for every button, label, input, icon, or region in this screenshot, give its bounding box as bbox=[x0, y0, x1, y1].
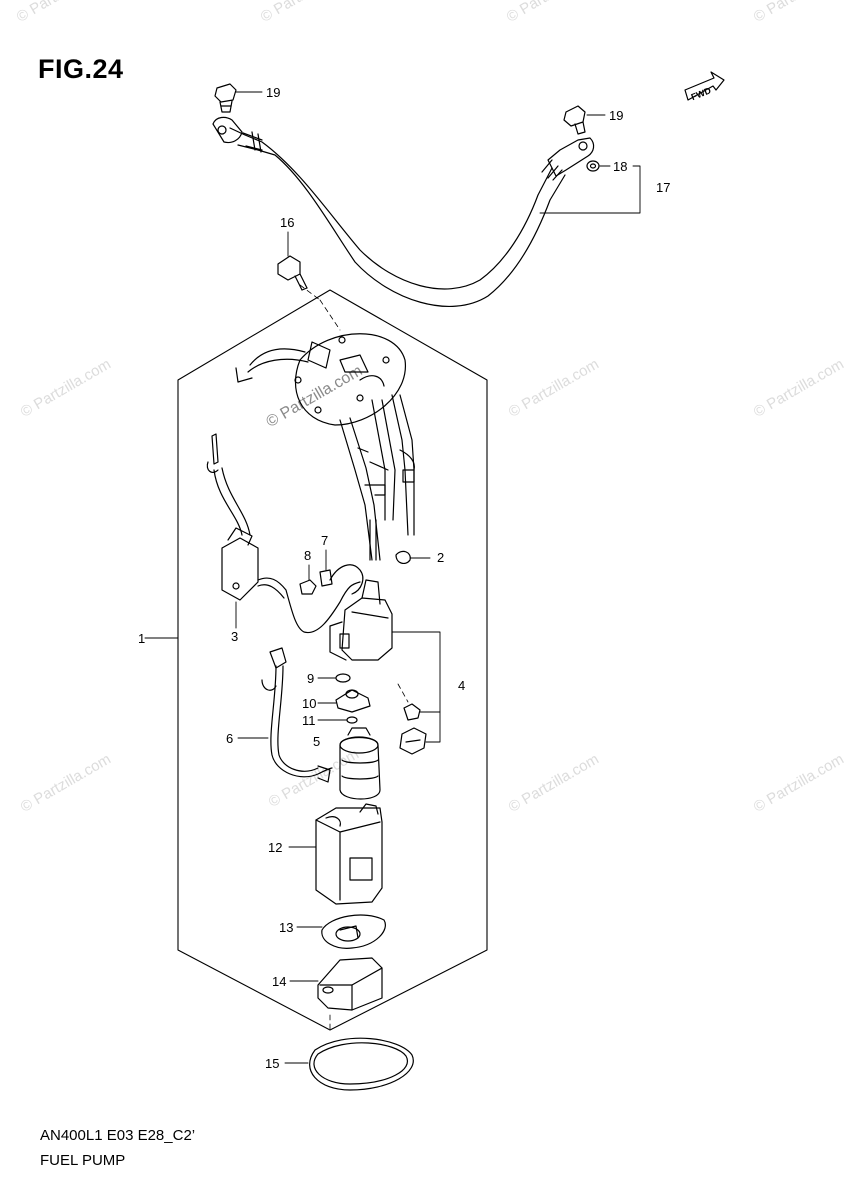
callout-6: 6 bbox=[226, 731, 233, 746]
callout-15: 15 bbox=[265, 1056, 279, 1071]
pump-holder-12 bbox=[315, 803, 383, 905]
base-plate-14 bbox=[317, 957, 383, 1011]
model-code: AN400L1 E03 E28_C2’ bbox=[40, 1127, 196, 1144]
wire-harness bbox=[206, 433, 364, 634]
callout-11: 11 bbox=[302, 713, 316, 728]
callout-8: 8 bbox=[304, 548, 311, 563]
clamp-7 bbox=[319, 569, 333, 587]
screw-8 bbox=[299, 579, 317, 595]
callout-14: 14 bbox=[272, 974, 286, 989]
callout-5: 5 bbox=[313, 734, 320, 749]
bolt-16 bbox=[277, 255, 308, 291]
callout-19-left: 19 bbox=[266, 85, 280, 100]
callout-7: 7 bbox=[321, 533, 328, 548]
callout-18: 18 bbox=[613, 159, 627, 174]
callout-1: 1 bbox=[138, 631, 145, 646]
washer-18 bbox=[586, 160, 600, 172]
fuel-filter-13 bbox=[321, 914, 386, 949]
pump-regulator-housing bbox=[329, 579, 427, 755]
callout-17: 17 bbox=[656, 180, 670, 195]
section-title: FUEL PUMP bbox=[40, 1152, 126, 1169]
callout-4: 4 bbox=[458, 678, 465, 693]
pump-flange-plate bbox=[235, 333, 415, 565]
gasket-15 bbox=[309, 1037, 414, 1091]
callout-3: 3 bbox=[231, 629, 238, 644]
ring-11 bbox=[346, 716, 358, 724]
callout-13: 13 bbox=[279, 920, 293, 935]
valve-10 bbox=[335, 689, 371, 713]
forward-direction-badge: FWD bbox=[684, 71, 725, 102]
callout-10: 10 bbox=[302, 696, 316, 711]
assembly-outline bbox=[177, 289, 488, 1031]
callout-2: 2 bbox=[437, 550, 444, 565]
callout-9: 9 bbox=[307, 671, 314, 686]
callout-19-right: 19 bbox=[609, 108, 623, 123]
o-ring-9 bbox=[335, 673, 351, 683]
bolt-19-right bbox=[563, 105, 586, 135]
figure-title: FIG.24 bbox=[38, 54, 124, 84]
callout-labels: 19 19 18 17 16 2 8 7 3 1 4 9 10 11 6 5 1… bbox=[138, 85, 670, 1071]
callout-12: 12 bbox=[268, 840, 282, 855]
callout-16: 16 bbox=[280, 215, 294, 230]
fuel-pump-motor-5 bbox=[339, 727, 381, 800]
bolt-19-left bbox=[214, 83, 237, 113]
lead-wire-6 bbox=[261, 647, 333, 783]
fuel-hose bbox=[212, 116, 595, 308]
